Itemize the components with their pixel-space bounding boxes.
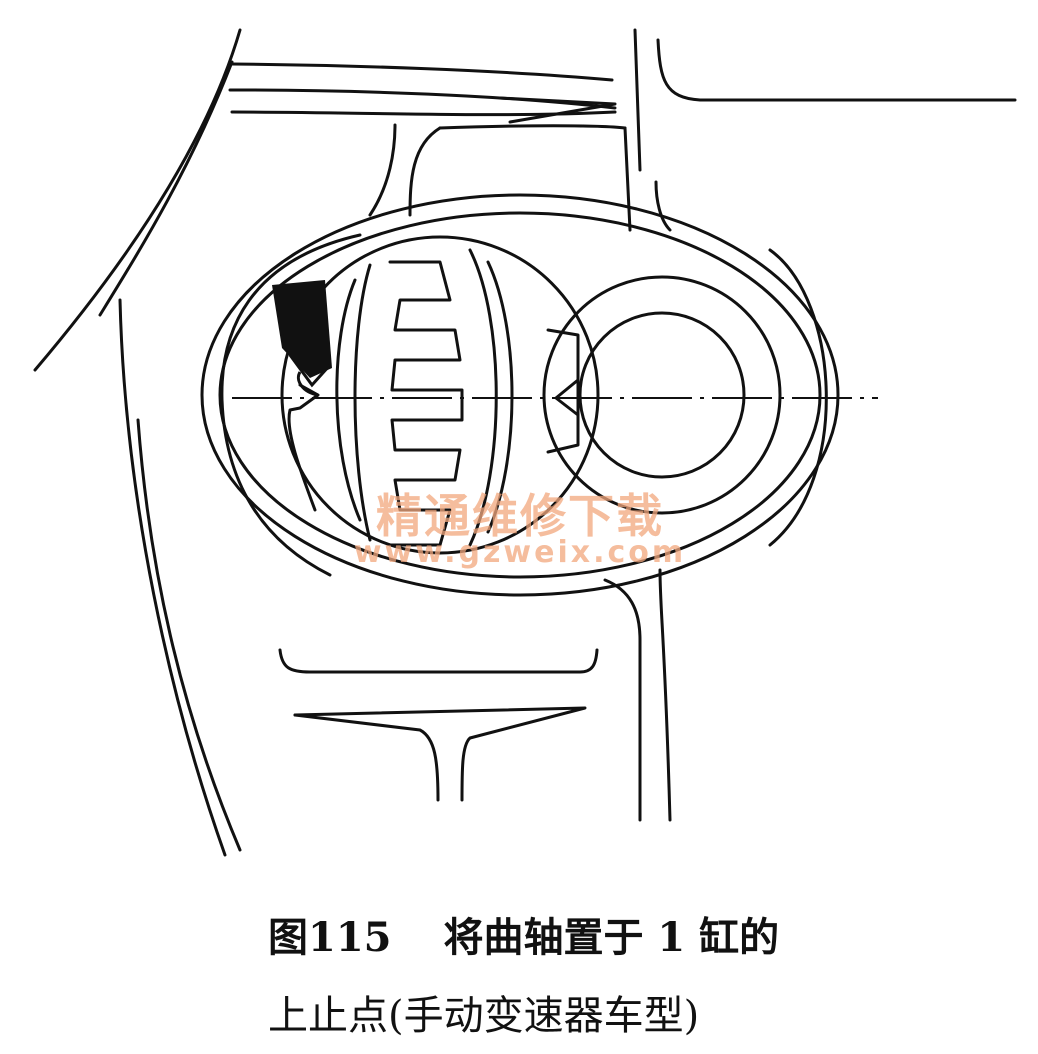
housing-left-inner-edge (98, 60, 234, 317)
bottom-web-right (658, 568, 672, 822)
window-left-boundary (220, 233, 362, 577)
housing-top-right-edge (633, 28, 642, 172)
window-right-arc (768, 248, 828, 547)
top-rib-taper (498, 96, 617, 124)
window-outer-ring (200, 193, 840, 597)
bottom-wedge-left (293, 713, 440, 802)
bottom-wedge (293, 706, 587, 802)
top-web-bridge (438, 124, 627, 130)
top-rib-lower (230, 110, 617, 117)
flywheel-right-arc-2 (486, 260, 514, 534)
tdc-marker-arrow (272, 280, 332, 397)
ring-gear-teeth (388, 260, 464, 547)
figure-number: 图115 (268, 914, 392, 961)
pointer-notch (287, 383, 320, 512)
figure-caption-line-1: 图115 将曲轴置于 1 缸的 (268, 905, 779, 963)
housing-right-vertical (654, 180, 672, 232)
top-web-right (623, 126, 632, 232)
flywheel-right-arc (468, 248, 498, 547)
housing-left-long-edge-inner (136, 418, 242, 852)
top-web-left-b (408, 126, 442, 217)
bottom-bracket (278, 648, 599, 674)
top-rib-middle (228, 88, 617, 110)
bottom-web-left (603, 578, 642, 822)
figure-caption-text: 将曲轴置于 1 缸的 (443, 914, 780, 961)
housing-top-right-corner (656, 38, 1017, 102)
housing-left-outer-edge (33, 28, 242, 372)
figure-caption-line-2: 上止点(手动变速器车型) (268, 993, 700, 1039)
housing-left-long-edge (118, 298, 227, 857)
window-inner-ring (218, 211, 822, 579)
flywheel-inner-arc (335, 278, 362, 522)
top-web-left (368, 123, 397, 217)
bore-inner (578, 311, 746, 479)
ring-gear-root (353, 263, 372, 542)
top-rib-upper (230, 62, 614, 82)
flywheel-disk (280, 235, 600, 555)
flywheel-timing-diagram (33, 28, 1017, 857)
bore-outer (542, 275, 782, 515)
